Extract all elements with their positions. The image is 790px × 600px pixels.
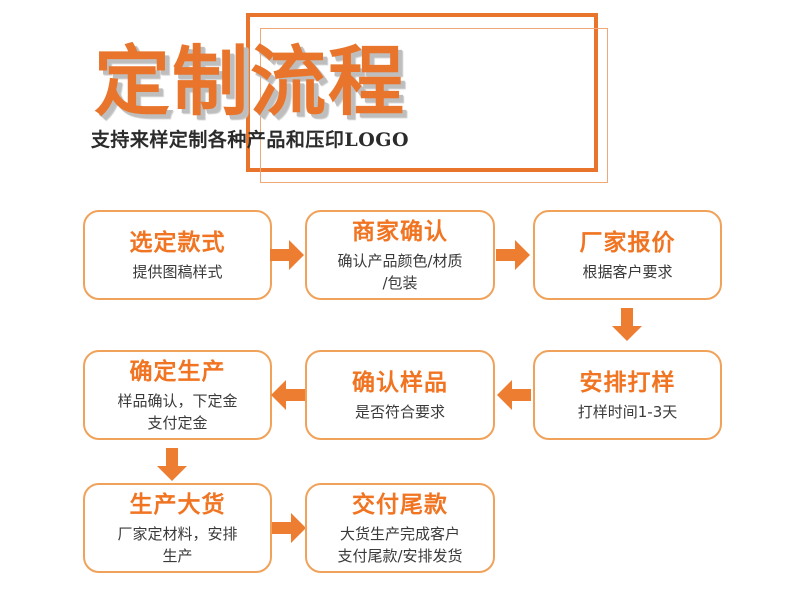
flow-step-6[interactable]: 确定生产 样品确认，下定金 支付定金	[83, 350, 272, 440]
arrow-down-icon-6-7	[156, 448, 188, 482]
flow-step-6-title: 确定生产	[129, 358, 226, 385]
flow-step-7[interactable]: 生产大货 厂家定材料，安排 生产	[83, 483, 272, 573]
arrow-left-icon-5-6	[270, 379, 305, 411]
flow-step-8-title: 交付尾款	[352, 491, 448, 518]
flow-step-1[interactable]: 选定款式 提供图稿样式	[83, 210, 272, 300]
flow-step-4[interactable]: 安排打样 打样时间1-3天	[533, 350, 722, 440]
title-frame-outer	[246, 13, 598, 172]
flow-step-8[interactable]: 交付尾款 大货生产完成客户 支付尾款/安排发货	[305, 483, 495, 573]
flow-step-1-title: 选定款式	[129, 229, 226, 256]
flow-step-5-title: 确认样品	[352, 369, 448, 396]
flow-step-3-title: 厂家报价	[579, 229, 676, 256]
flow-step-3[interactable]: 厂家报价 根据客户要求	[533, 210, 722, 300]
title-frame-inner	[260, 28, 608, 183]
arrow-left-icon-4-5	[496, 379, 531, 411]
flow-step-8-desc: 大货生产完成客户 支付尾款/安排发货	[337, 524, 463, 565]
flow-step-6-desc: 样品确认，下定金 支付定金	[117, 391, 238, 432]
flow-step-7-title: 生产大货	[129, 491, 226, 518]
flow-step-5[interactable]: 确认样品 是否符合要求	[305, 350, 495, 440]
page-subtitle: 支持来样定制各种产品和压印LOGO	[90, 129, 410, 151]
flow-step-5-desc: 是否符合要求	[354, 402, 445, 421]
arrow-down-icon-3-4	[611, 308, 643, 342]
flow-step-7-desc: 厂家定材料，安排 生产	[117, 524, 238, 565]
page-title: 定制流程	[94, 37, 406, 126]
flow-step-2-desc: 确认产品颜色/材质 /包装	[337, 251, 463, 292]
flow-step-2-title: 商家确认	[352, 218, 448, 245]
flow-step-3-desc: 根据客户要求	[582, 262, 673, 281]
flow-step-4-title: 安排打样	[579, 369, 676, 396]
title-block: 定制流程 支持来样定制各种产品和压印LOGO	[0, 40, 500, 170]
arrow-right-icon-7-8	[272, 512, 307, 544]
flow-step-4-desc: 打样时间1-3天	[577, 402, 678, 421]
flow-step-2[interactable]: 商家确认 确认产品颜色/材质 /包装	[305, 210, 495, 300]
arrow-right-icon-2-3	[496, 239, 531, 271]
arrow-right-icon-1-2	[270, 239, 305, 271]
flow-step-1-desc: 提供图稿样式	[132, 262, 223, 281]
